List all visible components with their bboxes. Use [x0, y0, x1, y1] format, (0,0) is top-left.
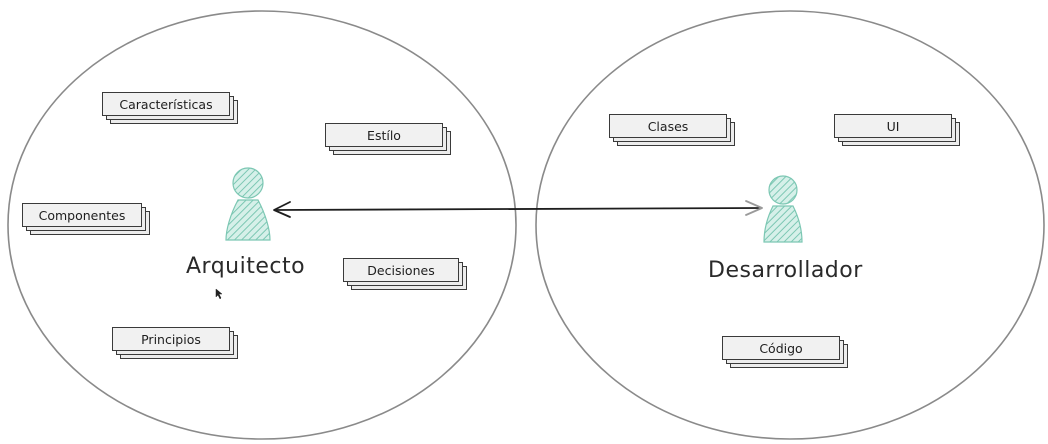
card-label: Estílo: [367, 127, 401, 143]
card-decisiones: Decisiones: [343, 258, 467, 290]
card-clases: Clases: [609, 114, 735, 146]
developer-circle: [535, 10, 1045, 440]
card-principios: Principios: [112, 327, 238, 359]
developer-label: Desarrollador: [708, 258, 863, 283]
card-componentes: Componentes: [22, 203, 150, 235]
developer-person-icon: [763, 175, 803, 243]
card-label: Decisiones: [367, 262, 435, 278]
architect-person-icon: [225, 167, 271, 241]
mouse-cursor-icon: [215, 288, 223, 300]
card-codigo: Código: [722, 336, 848, 368]
card-label: Características: [119, 96, 213, 112]
card-label: Clases: [647, 118, 689, 134]
connection-arrow: [273, 200, 763, 218]
architect-circle: [7, 10, 517, 440]
card-label: UI: [886, 118, 900, 134]
architect-label: Arquitecto: [186, 254, 306, 279]
card-label: Principios: [141, 331, 201, 347]
card-caracteristicas: Características: [102, 92, 238, 124]
card-ui: UI: [834, 114, 960, 146]
card-estilo: Estílo: [325, 123, 451, 155]
card-label: Código: [759, 340, 803, 356]
card-label: Componentes: [38, 207, 126, 223]
